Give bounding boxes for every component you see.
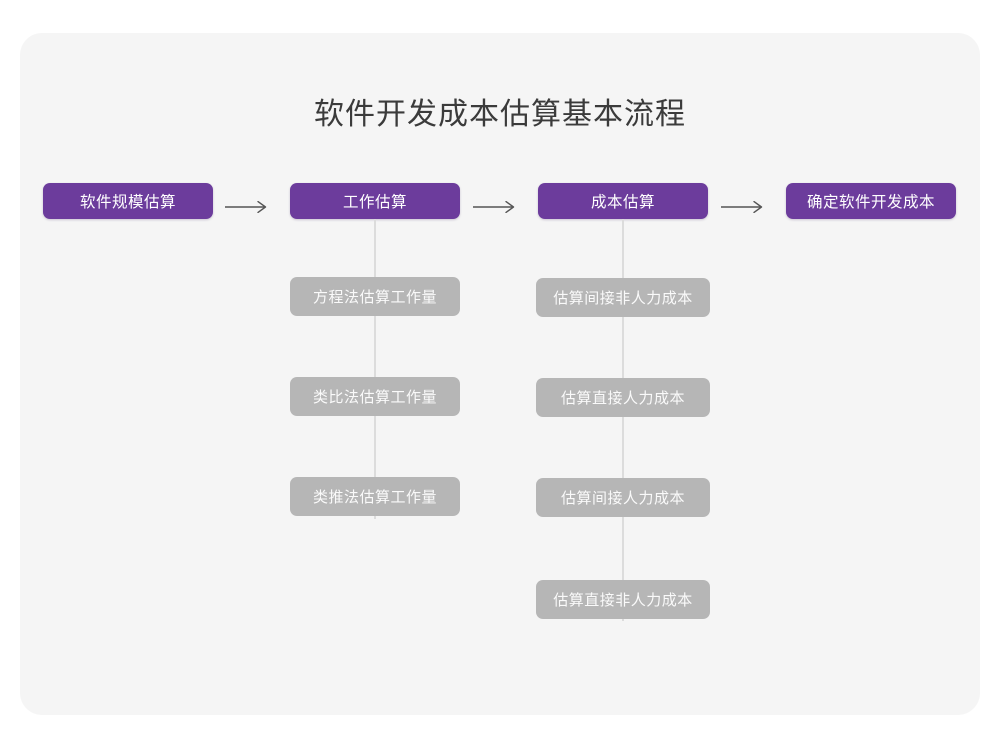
page-title: 软件开发成本估算基本流程 (314, 97, 686, 132)
effort-method-inference[interactable]: 类推法估算工作量 (290, 477, 460, 516)
diagram-card: 软件开发成本估算基本流程 软件规模估算 工作估算 成本估算 确定软件开发成本 方… (20, 33, 980, 715)
connector-line-effort (374, 219, 376, 519)
cost-component-direct-labor[interactable]: 估算直接人力成本 (536, 378, 710, 417)
cost-component-direct-nonlabor[interactable]: 估算直接非人力成本 (536, 580, 710, 619)
cost-component-indirect-labor[interactable]: 估算间接人力成本 (536, 478, 710, 517)
arrow-right-icon (721, 201, 767, 213)
flow-step-cost-estimation[interactable]: 成本估算 (538, 183, 708, 219)
arrow-right-icon (225, 201, 271, 213)
arrow-right-icon (473, 201, 519, 213)
flow-step-software-scale-estimation[interactable]: 软件规模估算 (43, 183, 213, 219)
cost-component-indirect-nonlabor[interactable]: 估算间接非人力成本 (536, 278, 710, 317)
effort-method-analogy[interactable]: 类比法估算工作量 (290, 377, 460, 416)
effort-method-equation[interactable]: 方程法估算工作量 (290, 277, 460, 316)
connector-line-cost (622, 219, 624, 621)
flow-step-effort-estimation[interactable]: 工作估算 (290, 183, 460, 219)
flow-step-determine-development-cost[interactable]: 确定软件开发成本 (786, 183, 956, 219)
